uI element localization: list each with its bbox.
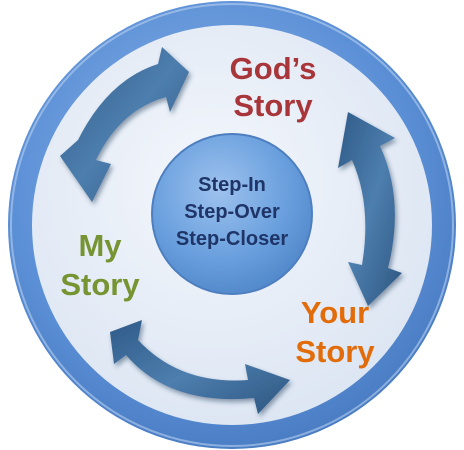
gods-story-line-1: God’s (230, 51, 317, 86)
your-story-line-2: Story (295, 334, 375, 369)
center-line-2: Step-Over (184, 201, 280, 223)
my-story-line-2: Story (60, 267, 140, 302)
center-line-1: Step-In (198, 174, 266, 196)
curved-arrow-icon (110, 320, 290, 414)
your-story-line-1: Your (301, 295, 369, 330)
gods-story-line-2: Story (233, 88, 313, 123)
curved-arrow-icon (60, 47, 189, 202)
center-disc (151, 133, 313, 295)
outer-ring-highlight (10, 3, 454, 447)
center-line-3: Step-Closer (176, 228, 288, 250)
curved-arrow-icon (338, 112, 402, 306)
my-story-line-1: My (78, 228, 122, 263)
